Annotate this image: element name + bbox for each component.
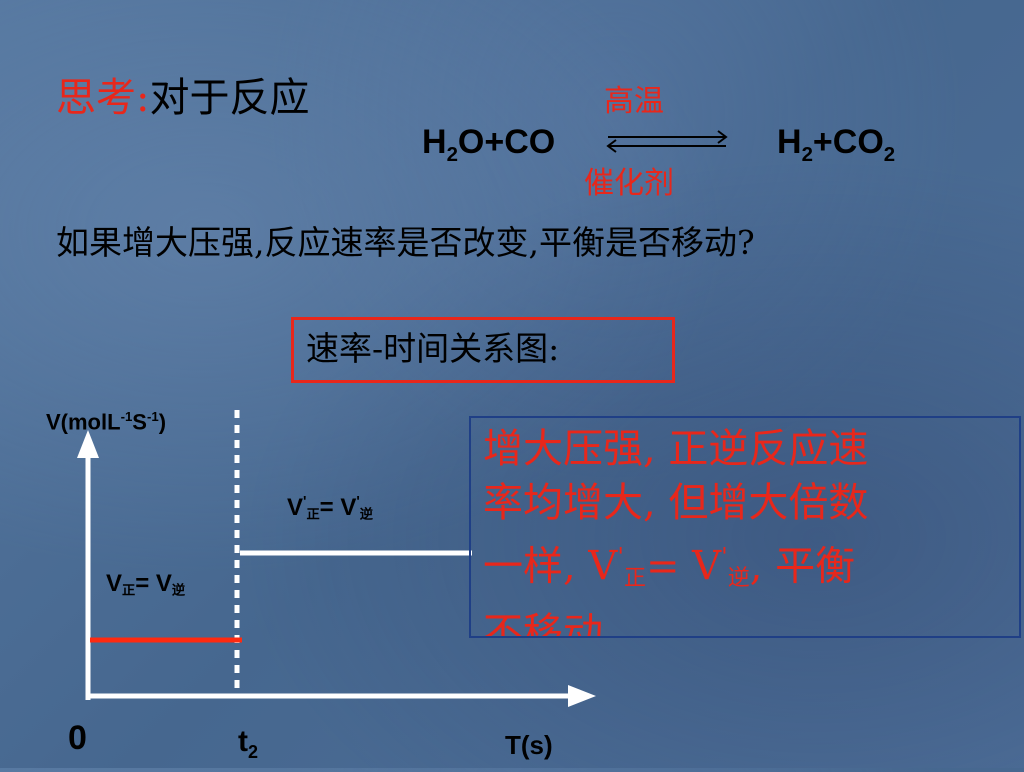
origin-label: 0 xyxy=(68,719,87,757)
reaction-left: H2O+CO xyxy=(422,123,556,166)
conclusion-line-4: 不移动。 xyxy=(483,609,643,638)
section-label: 速率-时间关系图: xyxy=(291,317,675,383)
t2-label: t2 xyxy=(238,725,259,762)
y-axis-arrowhead xyxy=(77,430,99,458)
conclusion-line-1: 增大压强, 正逆反应速 xyxy=(483,426,869,472)
x-axis-arrowhead xyxy=(568,685,596,707)
reaction-condition-bottom: 催化剂 xyxy=(584,166,674,201)
rate-time-graph xyxy=(77,410,596,707)
equilibrium-arrows xyxy=(606,130,728,153)
after-rate-label: V'正= V'逆 xyxy=(287,494,373,522)
title-text: 对于反应 xyxy=(149,75,310,121)
conclusion-line-2: 率均增大, 但增大倍数 xyxy=(483,480,869,526)
question: 如果增大压强,反应速率是否改变,平衡是否移动? xyxy=(56,223,755,262)
title: 思考:对于反应 xyxy=(56,74,309,122)
title-label: 思考: xyxy=(56,75,150,121)
conclusion-line-3: 一样, V'正= V'逆, 平衡 xyxy=(483,543,856,591)
x-axis-label: T(s) xyxy=(505,730,553,760)
reaction-right: H2+CO2 xyxy=(777,123,896,166)
reaction-condition-top: 高温 xyxy=(604,84,664,119)
conclusion-box: 增大压强, 正逆反应速 率均增大, 但增大倍数 一样, V'正= V'逆, 平衡… xyxy=(469,416,1021,638)
before-rate-label: V正= V逆 xyxy=(106,570,186,598)
y-axis-label: V(molL-1S-1) xyxy=(46,409,167,435)
